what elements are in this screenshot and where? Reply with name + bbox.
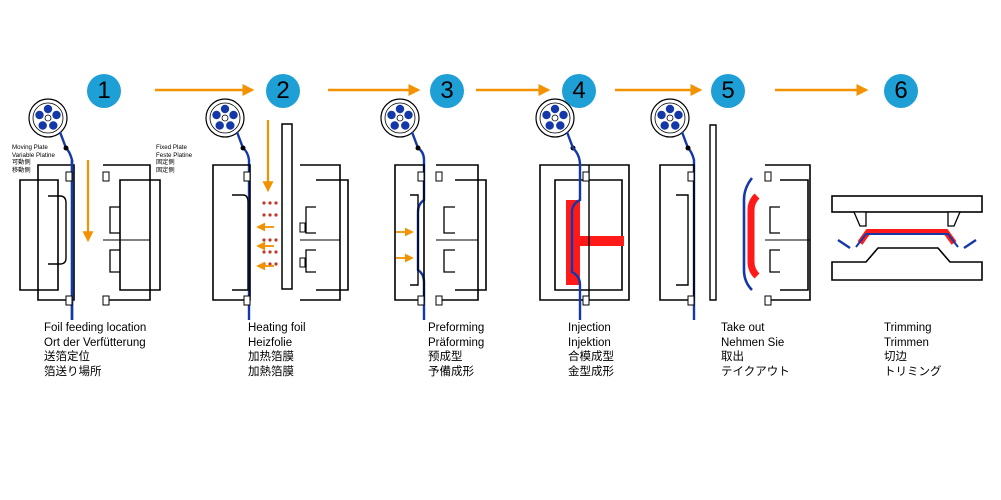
- step-5-diagram: [650, 98, 811, 320]
- step-6-diagram: [831, 195, 983, 281]
- caption-line: Nehmen Sie: [721, 336, 785, 349]
- caption-line: 予備成形: [428, 365, 474, 378]
- step-1-badge: 1: [87, 74, 121, 108]
- caption-line: テイクアウト: [721, 365, 790, 378]
- caption-line: 加热箔膜: [248, 351, 294, 363]
- step-3-diagram: [380, 98, 487, 320]
- caption-line: Ort der Verfütterung: [44, 336, 146, 349]
- caption-line: Trimmen: [884, 336, 929, 349]
- caption-line: 预成型: [428, 351, 463, 363]
- step-6-caption: Trimming Trimmen 切边 トリミング: [884, 321, 942, 379]
- step-5-caption: Take out Nehmen Sie 取出 テイクアウト: [721, 321, 790, 379]
- moving-plate-label: Moving Plate Variable Platine 可動側 移動側: [12, 144, 55, 174]
- step-5-badge: 5: [711, 74, 745, 108]
- step-3-caption: Preforming Präforming 预成型 予備成形: [428, 321, 484, 379]
- step-2-caption: Heating foil Heizfolie 加热箔膜 加熱箔膜: [248, 321, 306, 379]
- step-3-badge: 3: [430, 74, 464, 108]
- caption-line: Injection: [568, 322, 611, 334]
- step-2-diagram: [205, 98, 349, 320]
- caption-line: Take out: [721, 322, 765, 334]
- caption-line: Preforming: [428, 322, 485, 334]
- caption-line: 箔送り場所: [44, 365, 102, 378]
- caption-line: 送箔定位: [44, 351, 90, 363]
- step-6-badge: 6: [884, 74, 918, 108]
- caption-line: 加熱箔膜: [248, 365, 294, 378]
- caption-line: 金型成形: [568, 365, 614, 378]
- step-1-diagram: [19, 98, 161, 320]
- caption-line: トリミング: [884, 365, 942, 378]
- caption-line: Präforming: [428, 336, 485, 349]
- step-2-badge: 2: [266, 74, 300, 108]
- step-4-badge: 4: [562, 74, 596, 108]
- caption-line: Foil feeding location: [44, 322, 147, 334]
- step-4-caption: Injection Injektion 合模成型 金型成形: [568, 321, 614, 379]
- caption-line: 合模成型: [568, 351, 614, 363]
- step-4-diagram: [535, 98, 630, 320]
- step-1-caption: Foil feeding location Ort der Verfütteru…: [44, 321, 146, 379]
- caption-line: Heating foil: [248, 322, 306, 334]
- caption-line: Injektion: [568, 336, 611, 349]
- caption-line: Trimming: [884, 322, 932, 334]
- caption-line: Heizfolie: [248, 336, 293, 349]
- caption-line: 取出: [721, 351, 744, 363]
- fixed-plate-label: Fixed Plate Feste Platine 固定側 固定側: [156, 144, 193, 174]
- caption-line: 切边: [884, 351, 907, 363]
